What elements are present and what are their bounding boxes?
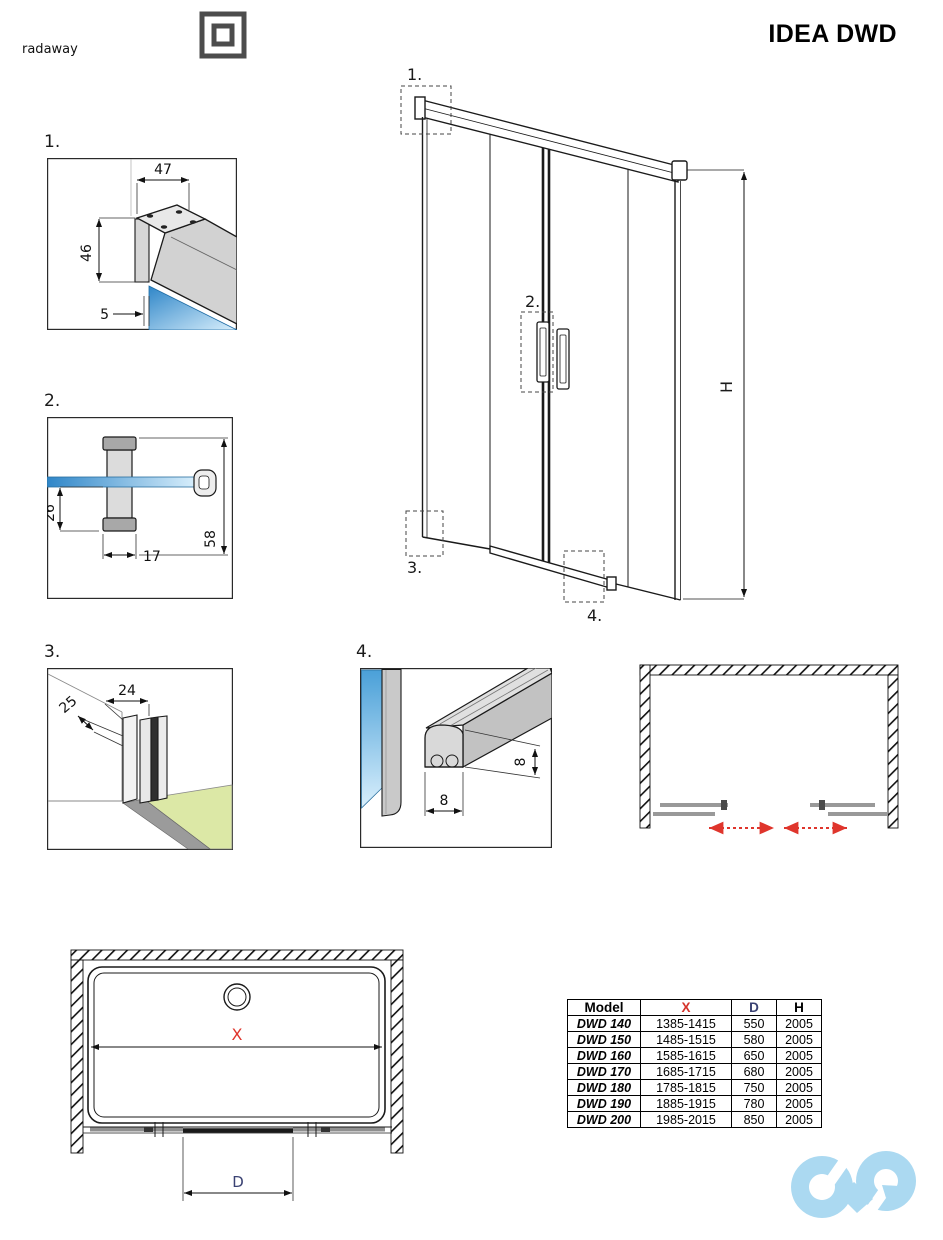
- watermark-infinity-icon: [791, 1145, 917, 1232]
- door-track: [83, 1122, 392, 1137]
- col-h: H: [776, 999, 822, 1016]
- width-dim-label: X: [232, 1025, 243, 1044]
- dim-58: 58: [203, 530, 219, 548]
- table-row: DWD 150 1485-1515 580 2005: [567, 1031, 822, 1048]
- table-row: DWD 180 1785-1815 750 2005: [567, 1079, 822, 1096]
- dim-26: 26: [47, 504, 58, 522]
- room-lines: [47, 673, 123, 802]
- dim-8-width: 8: [440, 793, 449, 809]
- handle-top-cap: [102, 436, 137, 451]
- table-row: DWD 140 1385-1415 550 2005: [567, 1015, 822, 1032]
- walls-hatched: [639, 664, 899, 829]
- table-row: DWD 200 1985-2015 850 2005: [567, 1111, 822, 1128]
- door-edge-profile: [381, 668, 402, 817]
- detail-4-label: 4.: [356, 642, 373, 662]
- extension-lines: [60, 437, 228, 559]
- dim-17: 17: [143, 549, 161, 565]
- page-title: IDEA DWD: [768, 20, 897, 48]
- extension-lines: [424, 729, 541, 816]
- callout-boxes: [400, 85, 605, 603]
- door-dim-label: D: [232, 1173, 244, 1191]
- extension-lines: [99, 183, 190, 326]
- size-table: Model X D H DWD 140 1385-1415 550 2005 D…: [567, 999, 822, 1128]
- glass-panel: [361, 669, 383, 809]
- rail-bump: [445, 754, 459, 768]
- plan-view-drawing: X D: [70, 949, 404, 1201]
- height-dim-label: H: [717, 381, 736, 393]
- callout-4: 4.: [587, 606, 602, 625]
- dim-24: 24: [118, 683, 136, 699]
- table-row: DWD 160 1585-1615 650 2005: [567, 1047, 822, 1064]
- col-d: D: [731, 999, 777, 1016]
- table-row: DWD 170 1685-1715 680 2005: [567, 1063, 822, 1080]
- door-handles: [536, 321, 570, 390]
- shower-tray-outer: [87, 966, 386, 1124]
- detail-3-label: 3.: [44, 642, 61, 662]
- radaway-logo: radaway: [22, 11, 247, 59]
- drain: [223, 983, 251, 1011]
- door-handle-marks: [721, 800, 825, 810]
- callout-1: 1.: [407, 65, 422, 84]
- elevation-drawing: H 1. 2. 3. 4.: [400, 65, 748, 625]
- col-model: Model: [567, 999, 641, 1016]
- rail-bump: [430, 754, 444, 768]
- threshold-strip: [122, 798, 211, 850]
- screws: [146, 210, 197, 229]
- detail-2-drawing: 26 17 58: [47, 417, 233, 599]
- size-table-header-row: Model X D H: [567, 999, 822, 1016]
- wall-profile: [134, 218, 150, 283]
- dim-5: 5: [100, 307, 109, 323]
- handle-bottom-cap: [102, 517, 137, 532]
- col-x: X: [640, 999, 732, 1016]
- drain-inner: [227, 987, 247, 1007]
- mounting-plate: [135, 204, 207, 234]
- bottom-rail-top: [425, 668, 552, 729]
- glass-panel: [47, 476, 198, 488]
- dim-46: 46: [79, 244, 95, 262]
- detail-1-drawing: 47 46 5: [47, 158, 237, 330]
- door-panels: [653, 803, 888, 816]
- table-row: DWD 190 1885-1915 780 2005: [567, 1095, 822, 1112]
- callout-3: 3.: [407, 558, 422, 577]
- wall-profile-group: [122, 714, 168, 804]
- dim-47: 47: [154, 162, 172, 178]
- radaway-logo-text: radaway: [22, 42, 78, 57]
- sliding-schematic: [639, 664, 899, 835]
- detail-4-drawing: 8 8: [360, 668, 552, 848]
- detail-2-label: 2.: [44, 391, 61, 411]
- elevation-frame: [414, 96, 744, 601]
- dim-8-height: 8: [513, 758, 529, 767]
- extension-lines: [182, 1137, 294, 1201]
- callout-2: 2.: [525, 292, 540, 311]
- detail-3-drawing: 24 25: [47, 668, 233, 850]
- walls-hatched: [70, 949, 404, 1154]
- detail-1-label: 1.: [44, 132, 61, 152]
- radaway-logo-square-icon: [199, 11, 247, 59]
- edge-profile: [193, 469, 217, 497]
